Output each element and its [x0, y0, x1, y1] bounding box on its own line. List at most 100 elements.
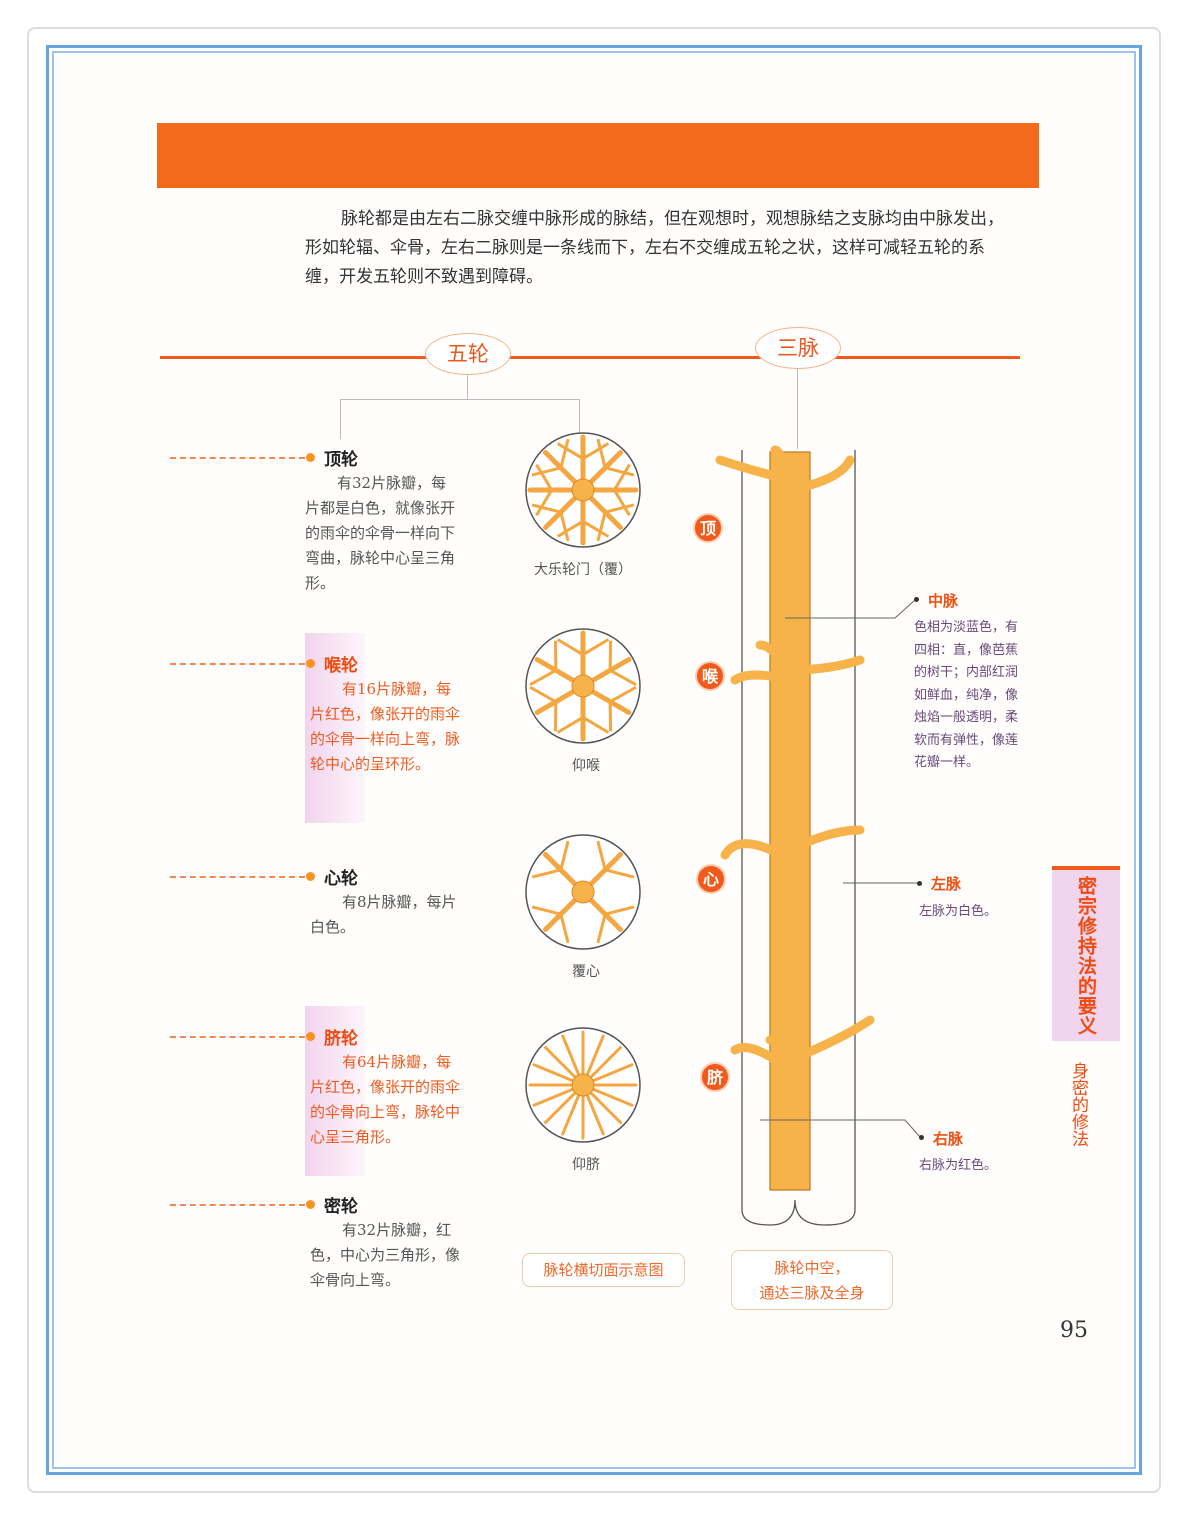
wheel-caption: 仰脐 [572, 1157, 600, 1173]
channel-branch [730, 640, 865, 685]
bracket [467, 375, 468, 399]
chakra-title: 密轮 [324, 1197, 358, 1217]
wheel-caption: 覆心 [572, 964, 600, 980]
channel-branch [720, 825, 865, 915]
wheel-caption: 大乐轮门（覆） [534, 562, 632, 578]
wheel-caption: 仰喉 [572, 758, 600, 774]
leader-line [170, 663, 305, 665]
chakra-desc: 有64片脉瓣，每片红色，像张开的雨伞的伞骨向上弯，脉轮中心呈三角形。 [310, 1053, 461, 1146]
wheel-branch [531, 466, 562, 477]
wheel-branch [596, 438, 607, 469]
wheel-branch [556, 716, 584, 734]
wheel-branch [596, 913, 607, 944]
note-line: 通达三脉及全身 [759, 1284, 865, 1302]
hollow-note: 脉轮中空， 通达三脉及全身 [731, 1250, 893, 1310]
chakra-badge [700, 1062, 730, 1092]
chakra-title: 顶轮 [324, 450, 358, 470]
bracket [797, 369, 798, 449]
section-title: 身密的修法 [1068, 1062, 1088, 1147]
chakra-badge-label: 心 [703, 870, 719, 889]
wheel-branch [559, 511, 570, 542]
chakra-desc: 有16片脉瓣，每片红色，像张开的雨伞的伞骨一样向上弯，脉轮中心的呈环形。 [310, 680, 461, 773]
bracket [579, 399, 580, 434]
bullet-icon [306, 453, 315, 462]
wheel-branch [529, 685, 557, 703]
wheel-branch [604, 868, 635, 879]
pointer-line [760, 1119, 921, 1138]
chakra-title: 脐轮 [324, 1029, 358, 1049]
chakra-desc: 有32片脉瓣，红色，中心为三角形，像伞骨向上弯。 [310, 1221, 461, 1289]
wheel-branch [582, 638, 610, 656]
wheel-branch [613, 489, 631, 517]
wheel-center [571, 478, 595, 502]
wheel-branch [535, 463, 553, 491]
wheel-center [571, 880, 595, 904]
chakra-badge-label: 顶 [700, 519, 716, 538]
wheel-branch [582, 716, 610, 734]
chapter-tab: 密宗修持法的要义 [1052, 866, 1120, 1041]
note-line: 脉轮中空， [774, 1259, 850, 1277]
wheel-branch [531, 503, 562, 514]
chakra-desc: 有32片脉瓣，每片都是白色，就像张开的雨伞的伞骨一样向下弯曲，脉轮中心呈三角形。 [305, 474, 456, 592]
wheel-branch [609, 685, 637, 703]
wheel-center [571, 674, 595, 698]
channel-desc: 左脉为白色。 [919, 904, 998, 919]
chakra-badge [695, 661, 725, 691]
pointer-dot [917, 881, 922, 886]
wheel-branch [604, 503, 635, 514]
wheel-branch [559, 913, 570, 944]
wheel-branch [604, 905, 635, 916]
wheel-center [571, 1073, 595, 1097]
chakra-title: 喉轮 [324, 656, 358, 676]
wheel-branch [556, 520, 584, 538]
bracket [340, 399, 580, 400]
bullet-icon [306, 659, 315, 668]
wheel-branch [596, 840, 607, 871]
central-channel [769, 451, 811, 1191]
wheel-branch [604, 466, 635, 477]
wheel-branch [531, 905, 562, 916]
chakra-badge [696, 864, 726, 894]
wheel-branch [529, 669, 557, 687]
channel-branch [730, 1015, 875, 1075]
bullet-icon [306, 872, 315, 881]
wheel-branch [596, 511, 607, 542]
leader-line [170, 1036, 305, 1038]
header-bar [157, 123, 1039, 188]
leader-line [170, 1204, 305, 1206]
leader-line [170, 876, 305, 878]
wheel-branch [559, 840, 570, 871]
chakra-badge [693, 513, 723, 543]
side-channels [741, 450, 856, 1226]
chakra-title: 心轮 [324, 869, 358, 889]
channels-header: 三脉 [755, 327, 841, 369]
channel-title: 中脉 [928, 592, 959, 610]
pointer-line [785, 599, 916, 619]
highlight [305, 633, 365, 823]
channel-desc: 色相为淡蓝色，有四相：直，像芭蕉的树干；内部红润如鲜血，纯净，像烛焰一般透明，柔… [914, 620, 1019, 770]
wheel-branch [531, 868, 562, 879]
wheel-branch [609, 669, 637, 687]
wheel-branch [582, 520, 610, 538]
wheel-branch [613, 463, 631, 491]
channel-desc: 右脉为红色。 [919, 1158, 998, 1173]
pointer-dot [914, 597, 919, 602]
chakra-desc: 有8片脉瓣，每片白色。 [310, 893, 457, 936]
intro-paragraph: 脉轮都是由左右二脉交缠中脉形成的脉结，但在观想时，观想脉结之支脉均由中脉发出，形… [305, 209, 1004, 287]
highlight [305, 1006, 365, 1176]
leader-line [170, 457, 305, 459]
bullet-icon [306, 1032, 315, 1041]
chakra-badge-label: 喉 [702, 667, 719, 686]
wheel-branch [535, 489, 553, 517]
channel-title: 左脉 [931, 875, 962, 893]
page-frame [46, 45, 1142, 1475]
bullet-icon [306, 1200, 315, 1209]
section-divider [160, 356, 1020, 359]
pointer-dot [919, 1135, 924, 1140]
cross-section-note: 脉轮横切面示意图 [522, 1253, 685, 1287]
wheel-branch [556, 638, 584, 656]
wheels-header: 五轮 [425, 333, 511, 375]
bracket [340, 399, 341, 439]
page-number: 95 [1060, 1318, 1088, 1343]
